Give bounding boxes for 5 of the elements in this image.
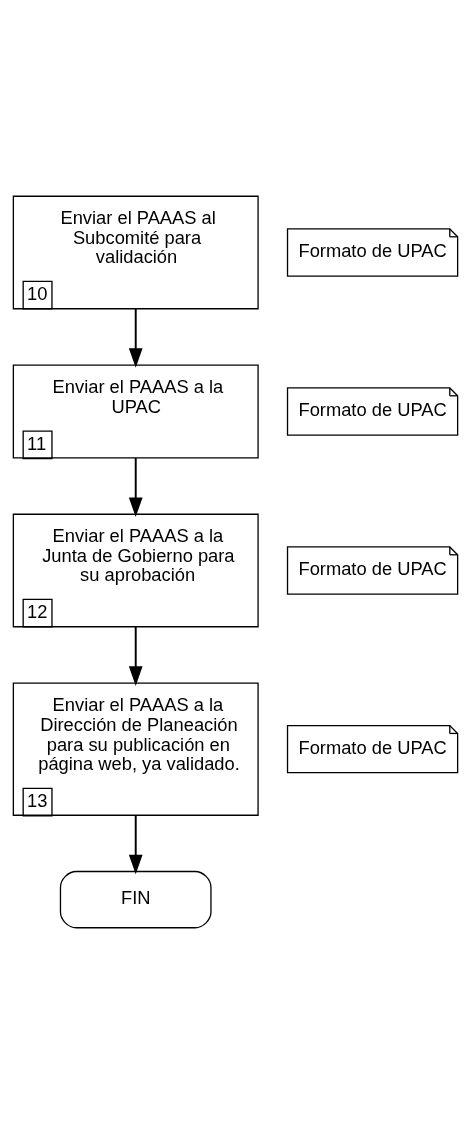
arrow <box>128 813 143 874</box>
arrow <box>128 625 143 686</box>
arrow <box>128 456 143 517</box>
node-box: FIN <box>59 870 212 928</box>
arrow <box>128 307 143 368</box>
